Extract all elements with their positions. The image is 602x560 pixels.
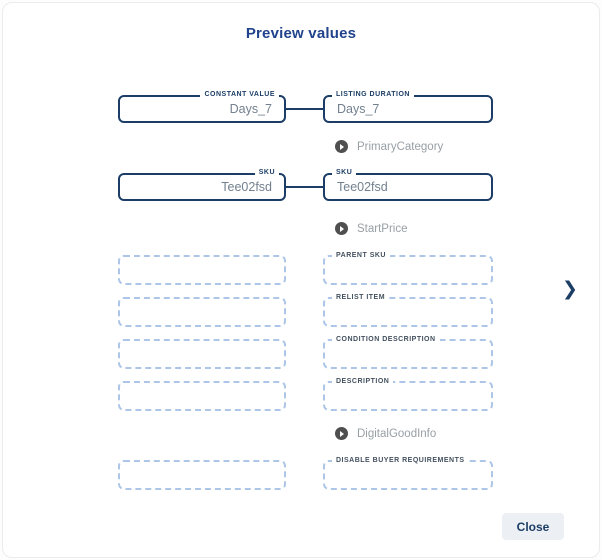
group-row-startprice[interactable]: StartPrice — [335, 222, 408, 235]
source-field-constant-value: CONSTANT VALUE Days_7 — [118, 91, 286, 123]
empty-target-disable-buyer-requirements: DISABLE BUYER REQUIREMENTS — [323, 457, 493, 490]
empty-target-parent-sku: PARENT SKU — [323, 252, 493, 285]
empty-source-slot — [118, 297, 286, 327]
source-field-sku: SKU Tee02fsd — [118, 169, 286, 201]
mapping-connector — [284, 186, 325, 188]
field-label: SKU — [254, 169, 279, 176]
group-label: PrimaryCategory — [357, 140, 444, 153]
field-label: DISABLE BUYER REQUIREMENTS — [332, 457, 469, 464]
close-button[interactable]: Close — [502, 513, 564, 540]
expand-arrow-icon[interactable] — [335, 427, 348, 440]
field-label: PARENT SKU — [332, 252, 390, 259]
field-label: LISTING DURATION — [332, 91, 414, 98]
field-value: Tee02fsd — [221, 180, 272, 194]
field-label: CONDITION DESCRIPTION — [332, 336, 440, 343]
group-label: DigitalGoodInfo — [357, 427, 437, 440]
empty-source-slot — [118, 460, 286, 490]
empty-target-description: DESCRIPTION — [323, 378, 493, 411]
field-value: Tee02fsd — [337, 180, 388, 194]
group-row-primarycategory[interactable]: PrimaryCategory — [335, 140, 443, 153]
target-field-listing-duration: LISTING DURATION Days_7 — [323, 91, 493, 123]
empty-source-slot — [118, 381, 286, 411]
group-label: StartPrice — [357, 222, 408, 235]
next-page-chevron-icon[interactable]: ❯ — [557, 275, 583, 303]
empty-target-condition-description: CONDITION DESCRIPTION — [323, 336, 493, 369]
empty-target-relist-item: RELIST ITEM — [323, 294, 493, 327]
field-value: Days_7 — [229, 102, 272, 116]
mapping-connector — [284, 108, 325, 110]
field-value: Days_7 — [337, 102, 380, 116]
field-label: RELIST ITEM — [332, 294, 390, 301]
group-row-digitalgoodinfo[interactable]: DigitalGoodInfo — [335, 427, 436, 440]
field-label: SKU — [332, 169, 357, 176]
expand-arrow-icon[interactable] — [335, 222, 348, 235]
field-label: DESCRIPTION — [332, 378, 394, 385]
field-label: CONSTANT VALUE — [200, 91, 279, 98]
target-field-sku: SKU Tee02fsd — [323, 169, 493, 201]
modal-title: Preview values — [245, 25, 357, 42]
expand-arrow-icon[interactable] — [335, 140, 348, 153]
empty-source-slot — [118, 339, 286, 369]
empty-source-slot — [118, 255, 286, 285]
